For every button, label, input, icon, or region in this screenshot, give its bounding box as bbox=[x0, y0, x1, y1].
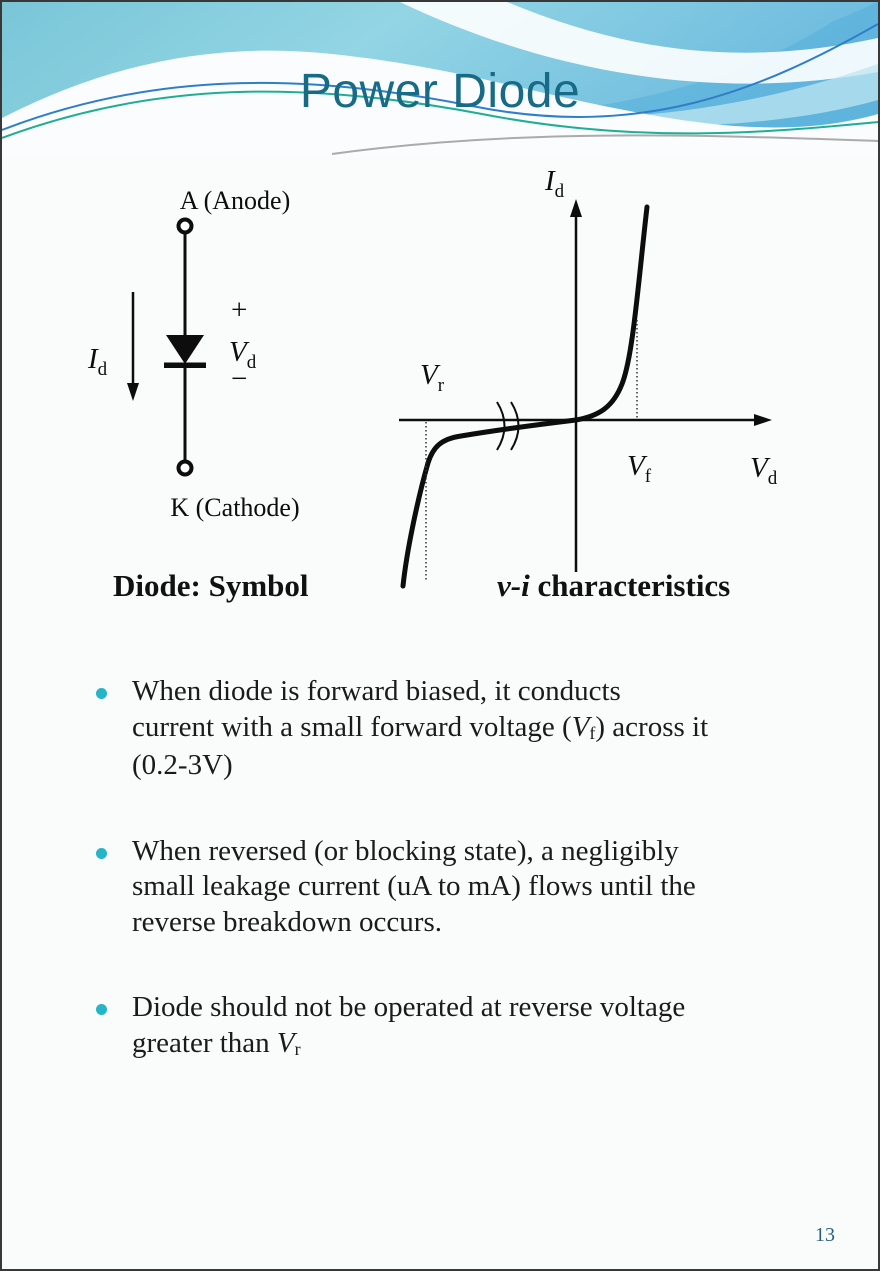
bullet-dot-icon bbox=[96, 1004, 107, 1015]
bullet3-line1: Diode should not be operated at reverse … bbox=[132, 991, 686, 1023]
cathode-terminal bbox=[176, 459, 194, 477]
bullet2-line3: reverse breakdown occurs. bbox=[132, 905, 442, 938]
bullet-dot-icon bbox=[96, 688, 107, 699]
diode-triangle bbox=[166, 335, 204, 364]
page-number: 13 bbox=[815, 1224, 835, 1246]
list-item: When reversed (or blocking state), a neg… bbox=[94, 834, 834, 941]
voltage-label: Vd bbox=[229, 336, 257, 373]
header-white-ribbon bbox=[400, 2, 878, 84]
current-arrow-head bbox=[127, 383, 139, 401]
bullet2-line1: When reversed (or blocking state), a neg… bbox=[132, 834, 679, 867]
y-axis-arrow bbox=[570, 199, 582, 217]
x-axis-label: Vd bbox=[750, 452, 778, 489]
axis-break-mark-2 bbox=[510, 401, 520, 451]
header-accent-line-green bbox=[2, 90, 878, 139]
y-axis-label: Id bbox=[544, 165, 565, 202]
header-light-band bbox=[502, 64, 878, 126]
header-accent-line-blue bbox=[2, 23, 878, 131]
bullet2-line2: small leakage current (uA to mA) flows u… bbox=[132, 870, 696, 902]
x-axis-arrow bbox=[754, 414, 772, 426]
symbol-caption: Diode: Symbol bbox=[113, 568, 309, 603]
header-accent-line-gray bbox=[331, 134, 878, 155]
list-item: Diode should not be operated at reverse … bbox=[94, 990, 834, 1064]
forward-curve bbox=[573, 204, 650, 423]
header-wave-graphic bbox=[2, 2, 878, 157]
cathode-bar bbox=[164, 362, 206, 368]
plus-sign: + bbox=[231, 294, 247, 326]
vi-caption-rest: characteristics bbox=[529, 568, 731, 603]
list-item: When diode is forward biased, it conduct… bbox=[94, 674, 834, 784]
diode-symbol-figure: A (Anode) K (Cathode) Id + Vd − bbox=[87, 186, 300, 522]
axis-break-mark-1 bbox=[496, 401, 506, 451]
bullet1-line1: When diode is forward biased, it conduct… bbox=[132, 675, 621, 707]
bullet1-line2: current with a small forward voltage (Vf… bbox=[132, 710, 709, 744]
anode-terminal bbox=[176, 217, 194, 235]
vi-caption: v-i characteristics bbox=[497, 568, 730, 604]
current-label: Id bbox=[87, 343, 108, 380]
vr-variable: V bbox=[276, 1026, 295, 1059]
bullet-dot-icon bbox=[96, 847, 107, 859]
vr-label: Vr bbox=[420, 359, 445, 396]
vi-characteristics-figure: Id Vr Vf Vd bbox=[399, 165, 778, 589]
vf-label: Vf bbox=[627, 450, 652, 487]
bullet3-line2: greater than Vr bbox=[132, 1026, 301, 1060]
vi-caption-italic: v-i bbox=[497, 568, 530, 603]
bullet-list: When diode is forward biased, it conduct… bbox=[94, 674, 834, 1114]
minus-sign: − bbox=[231, 363, 247, 395]
cathode-label: K (Cathode) bbox=[170, 493, 299, 522]
header-white-wave bbox=[2, 50, 878, 157]
anode-label: A (Anode) bbox=[180, 186, 290, 215]
vf-variable: V bbox=[571, 710, 590, 743]
page-title: Power Diode bbox=[299, 65, 581, 118]
reverse-curve bbox=[400, 417, 579, 589]
bullet1-line3: (0.2-3V) bbox=[132, 749, 233, 781]
